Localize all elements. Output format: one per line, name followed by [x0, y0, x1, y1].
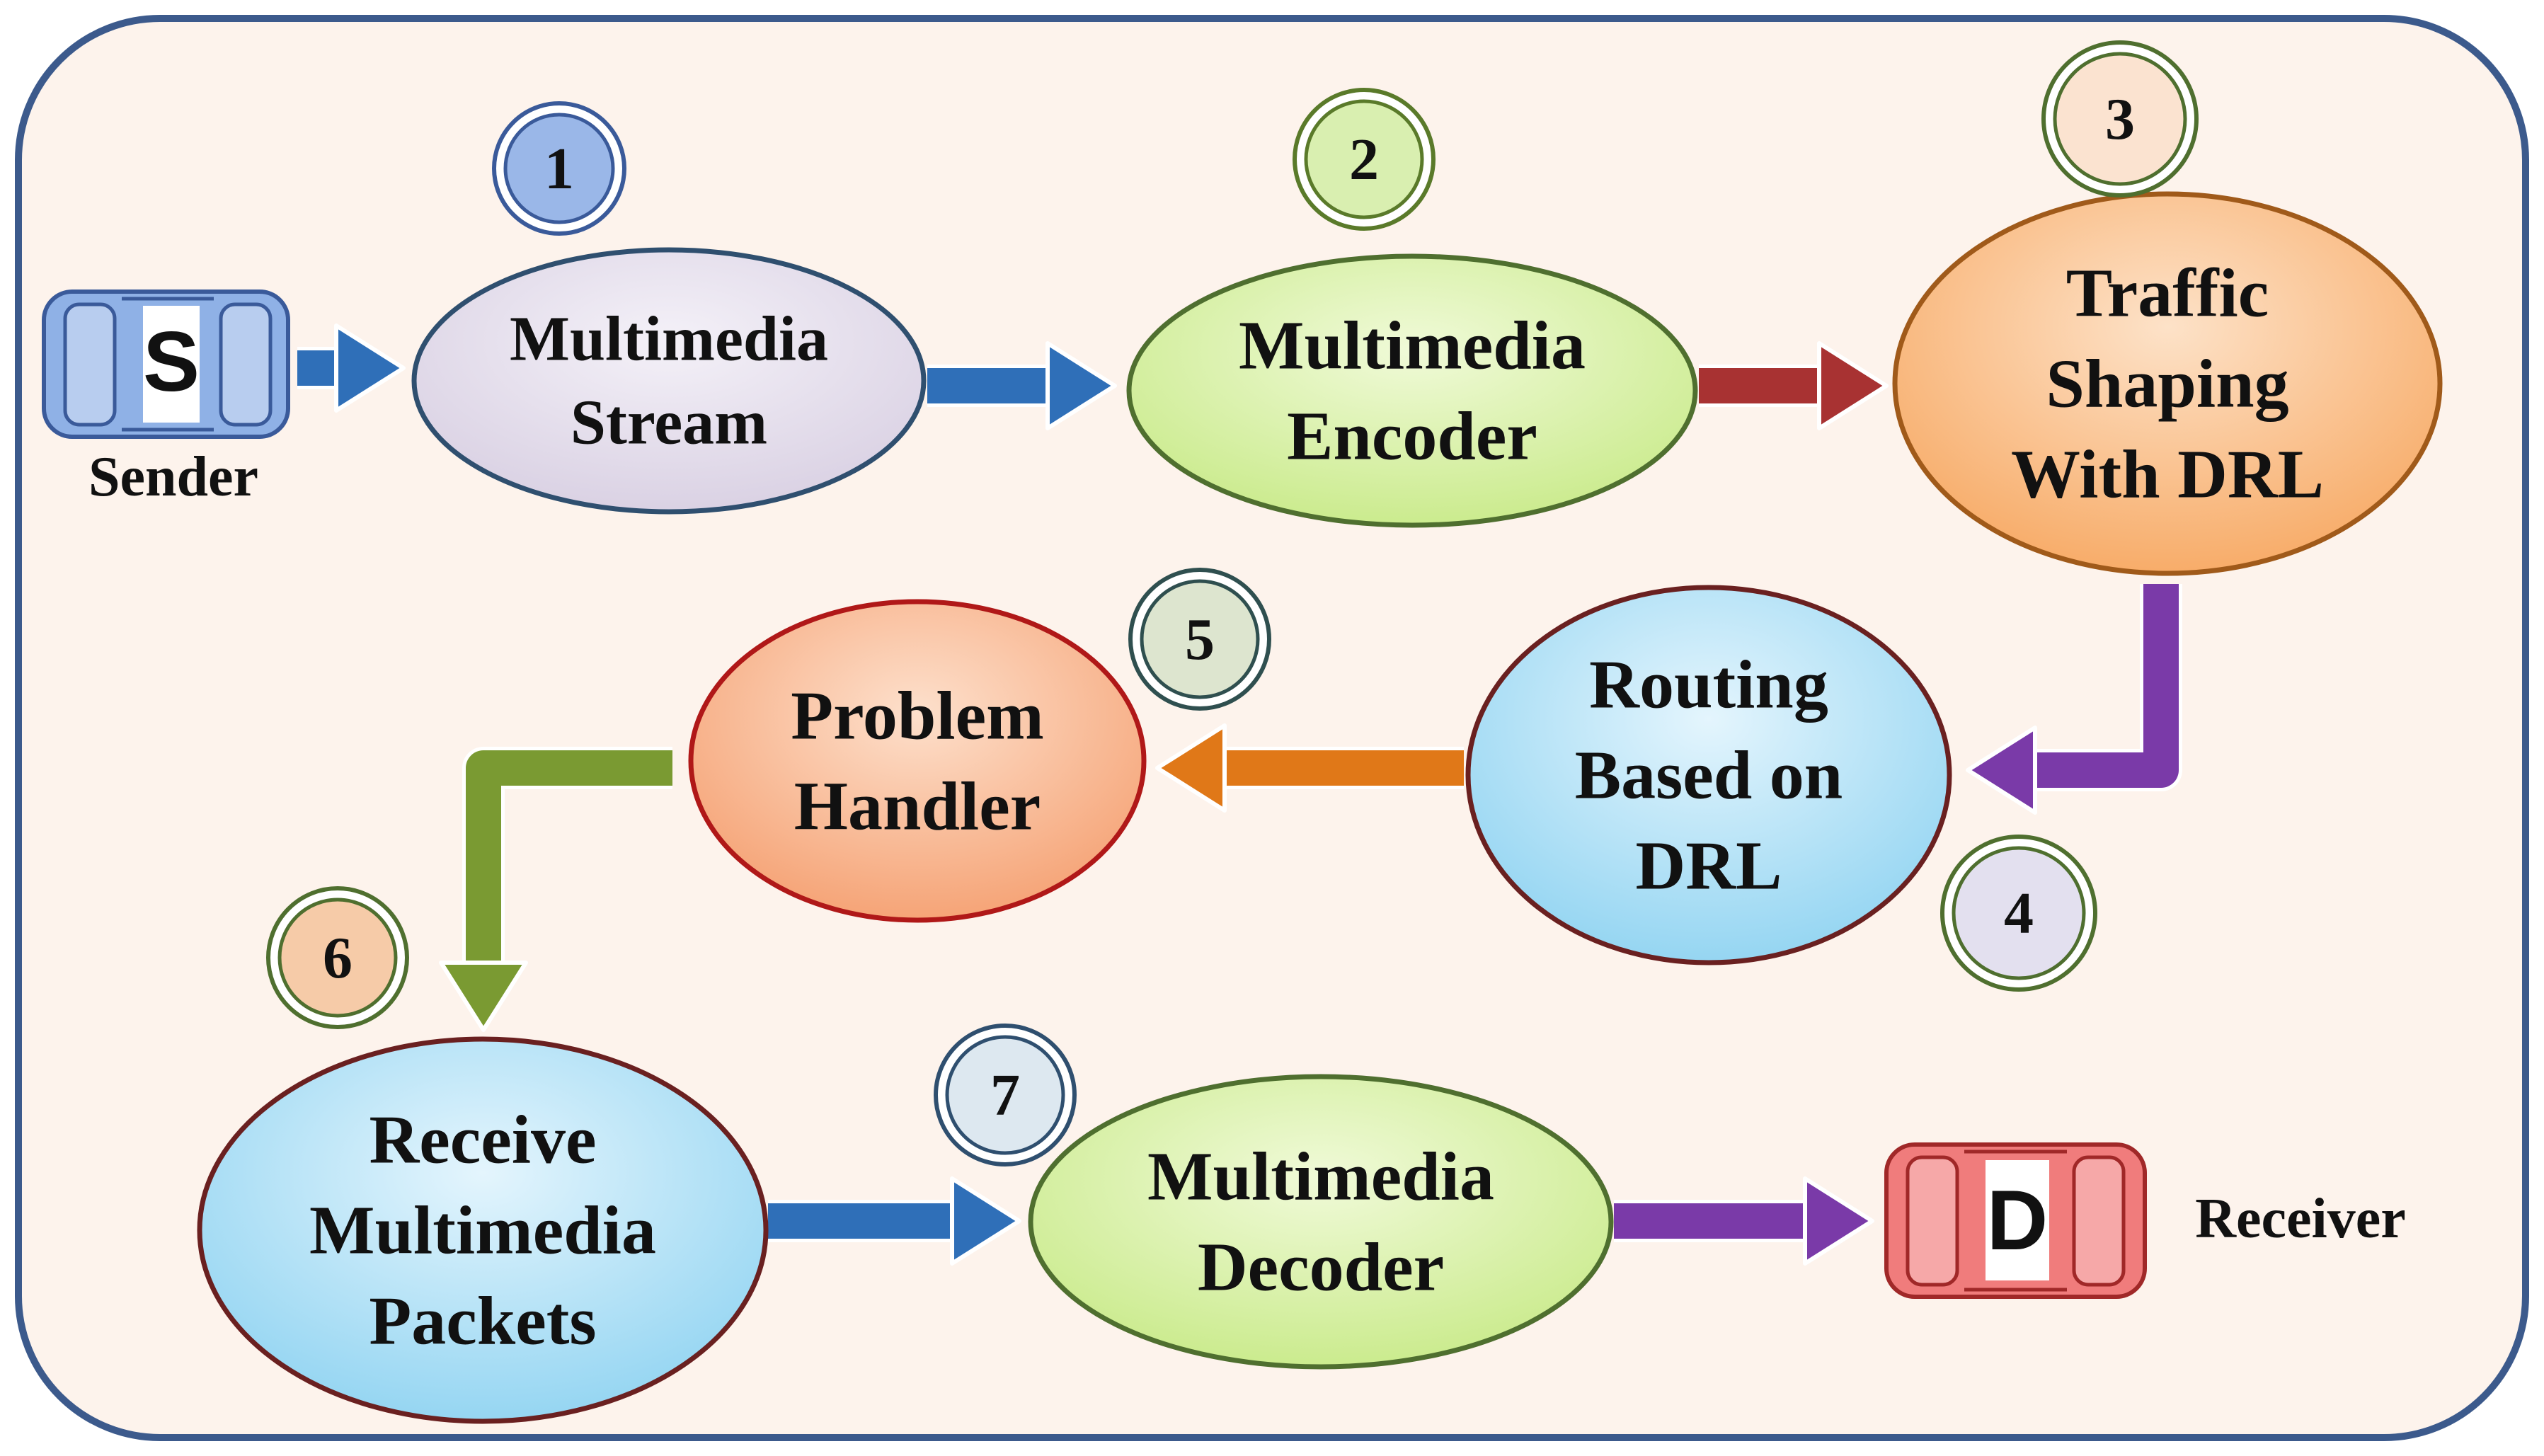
- step-2-label-line: Multimedia: [1239, 307, 1586, 384]
- receiver-label: Receiver: [2195, 1188, 2406, 1250]
- arrows-layer: [297, 323, 2182, 1266]
- step-7-number: 7: [990, 1062, 1020, 1128]
- step-6-ellipse: [197, 1036, 769, 1424]
- step-1-label-line: Stream: [571, 388, 767, 458]
- step-6-badge: 6: [266, 886, 409, 1029]
- step-6-number: 6: [323, 925, 353, 991]
- step-3-badge: 3: [2041, 40, 2199, 197]
- arrow-step-7-to-receiver: [1614, 1176, 1874, 1266]
- arrow-step-5-to-step-6: [439, 747, 672, 1032]
- step-5-number: 5: [1185, 607, 1215, 672]
- step-1-label-line: Multimedia: [510, 304, 828, 374]
- step-6-label-line: Multimedia: [309, 1192, 656, 1268]
- step-5-label-line: Handler: [794, 768, 1041, 844]
- sender-label: Sender: [88, 446, 258, 508]
- step-5-ellipse: [688, 599, 1147, 923]
- step-2-badge: 2: [1293, 88, 1436, 231]
- step-5-label-line: Problem: [791, 677, 1043, 754]
- arrow-step-2-to-step-3: [1699, 341, 1889, 430]
- arrow-sender-to-step-1: [297, 323, 406, 413]
- step-1-badge: 1: [492, 101, 626, 236]
- step-4-label-line: DRL: [1636, 827, 1782, 904]
- step-6-label-line: Packets: [369, 1283, 596, 1359]
- arrow-step-1-to-step-2: [927, 341, 1117, 430]
- step-3-label-line: Shaping: [2046, 345, 2288, 422]
- step-1-number: 1: [544, 136, 574, 202]
- step-2-number: 2: [1349, 127, 1379, 193]
- step-6-label-line: Receive: [369, 1101, 597, 1178]
- arrow-step-3-to-step-4: [1966, 584, 2182, 815]
- step-4-ellipse: [1465, 585, 1952, 965]
- step-2-ellipse: [1126, 253, 1698, 528]
- sender-letter: S: [143, 314, 200, 409]
- sender-car-icon: S: [42, 290, 290, 439]
- step-7-label-line: Multimedia: [1147, 1138, 1494, 1215]
- receiver-car-icon: D: [1884, 1142, 2147, 1299]
- step-3-label-line: Traffic: [2066, 255, 2269, 331]
- step-3-ellipse: [1892, 191, 2443, 576]
- step-7-ellipse: [1028, 1074, 1614, 1370]
- step-3-label-line: With DRL: [2011, 436, 2324, 512]
- step-3-number: 3: [2105, 86, 2135, 152]
- step-4-badge: 4: [1940, 835, 2097, 992]
- step-2-label-line: Encoder: [1287, 398, 1537, 474]
- step-7-badge: 7: [934, 1024, 1077, 1166]
- arrow-step-4-to-step-5: [1155, 723, 1464, 813]
- steps-layer: MultimediaStream1MultimediaEncoder2Traff…: [197, 40, 2443, 1424]
- step-4-label-line: Routing: [1589, 646, 1828, 723]
- receiver-letter: D: [1987, 1173, 2049, 1268]
- step-7-label-line: Decoder: [1198, 1229, 1444, 1305]
- step-5-badge: 5: [1128, 568, 1271, 711]
- step-4-label-line: Based on: [1575, 737, 1843, 813]
- step-4-number: 4: [2004, 881, 2034, 946]
- arrow-step-6-to-step-7: [768, 1176, 1021, 1266]
- step-1-ellipse: [411, 247, 927, 515]
